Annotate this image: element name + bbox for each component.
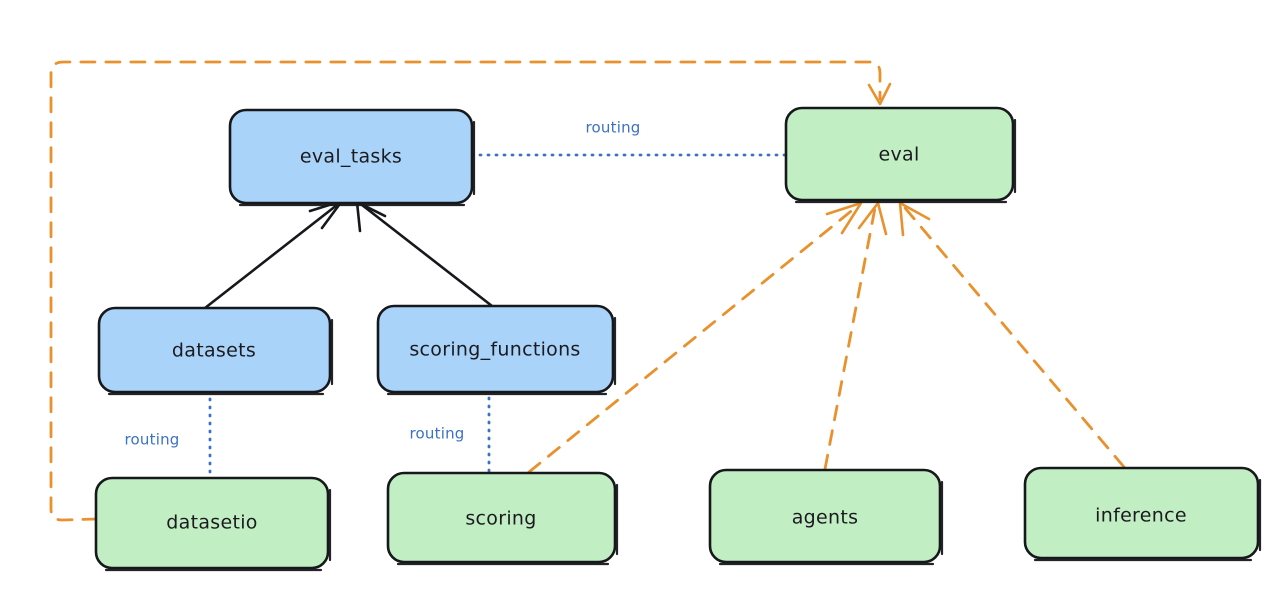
node-eval-tasks[interactable]: eval_tasks xyxy=(228,108,476,207)
node-label-datasetio: datasetio xyxy=(166,512,257,534)
edge-datasets-eval-tasks xyxy=(203,199,344,310)
node-scoring-functions[interactable]: scoring_functions xyxy=(376,304,617,396)
node-label-eval: eval xyxy=(878,144,919,166)
node-label-inference: inference xyxy=(1095,505,1187,527)
node-datasets[interactable]: datasets xyxy=(97,306,334,396)
edge-scoring-functions-eval-tasks xyxy=(355,200,494,308)
edge-label-routing-scoring-functions: routing xyxy=(410,425,465,443)
node-datasetio[interactable]: datasetio xyxy=(94,476,332,572)
edge-label-routing-datasets: routing xyxy=(125,431,180,449)
node-scoring[interactable]: scoring xyxy=(386,471,619,566)
node-label-eval-tasks: eval_tasks xyxy=(300,146,402,168)
edge-agents-eval xyxy=(823,201,888,471)
node-inference[interactable]: inference xyxy=(1023,466,1262,562)
node-agents[interactable]: agents xyxy=(708,468,944,566)
edge-datasetio-eval xyxy=(49,60,892,522)
node-label-datasets: datasets xyxy=(172,340,256,362)
edge-label-routing-eval-tasks: routing xyxy=(586,119,641,137)
edge-inference-eval xyxy=(898,201,1126,469)
node-label-scoring-functions: scoring_functions xyxy=(409,339,580,361)
node-label-agents: agents xyxy=(792,507,859,529)
node-eval[interactable]: eval xyxy=(784,106,1017,204)
node-label-scoring: scoring xyxy=(465,508,536,530)
